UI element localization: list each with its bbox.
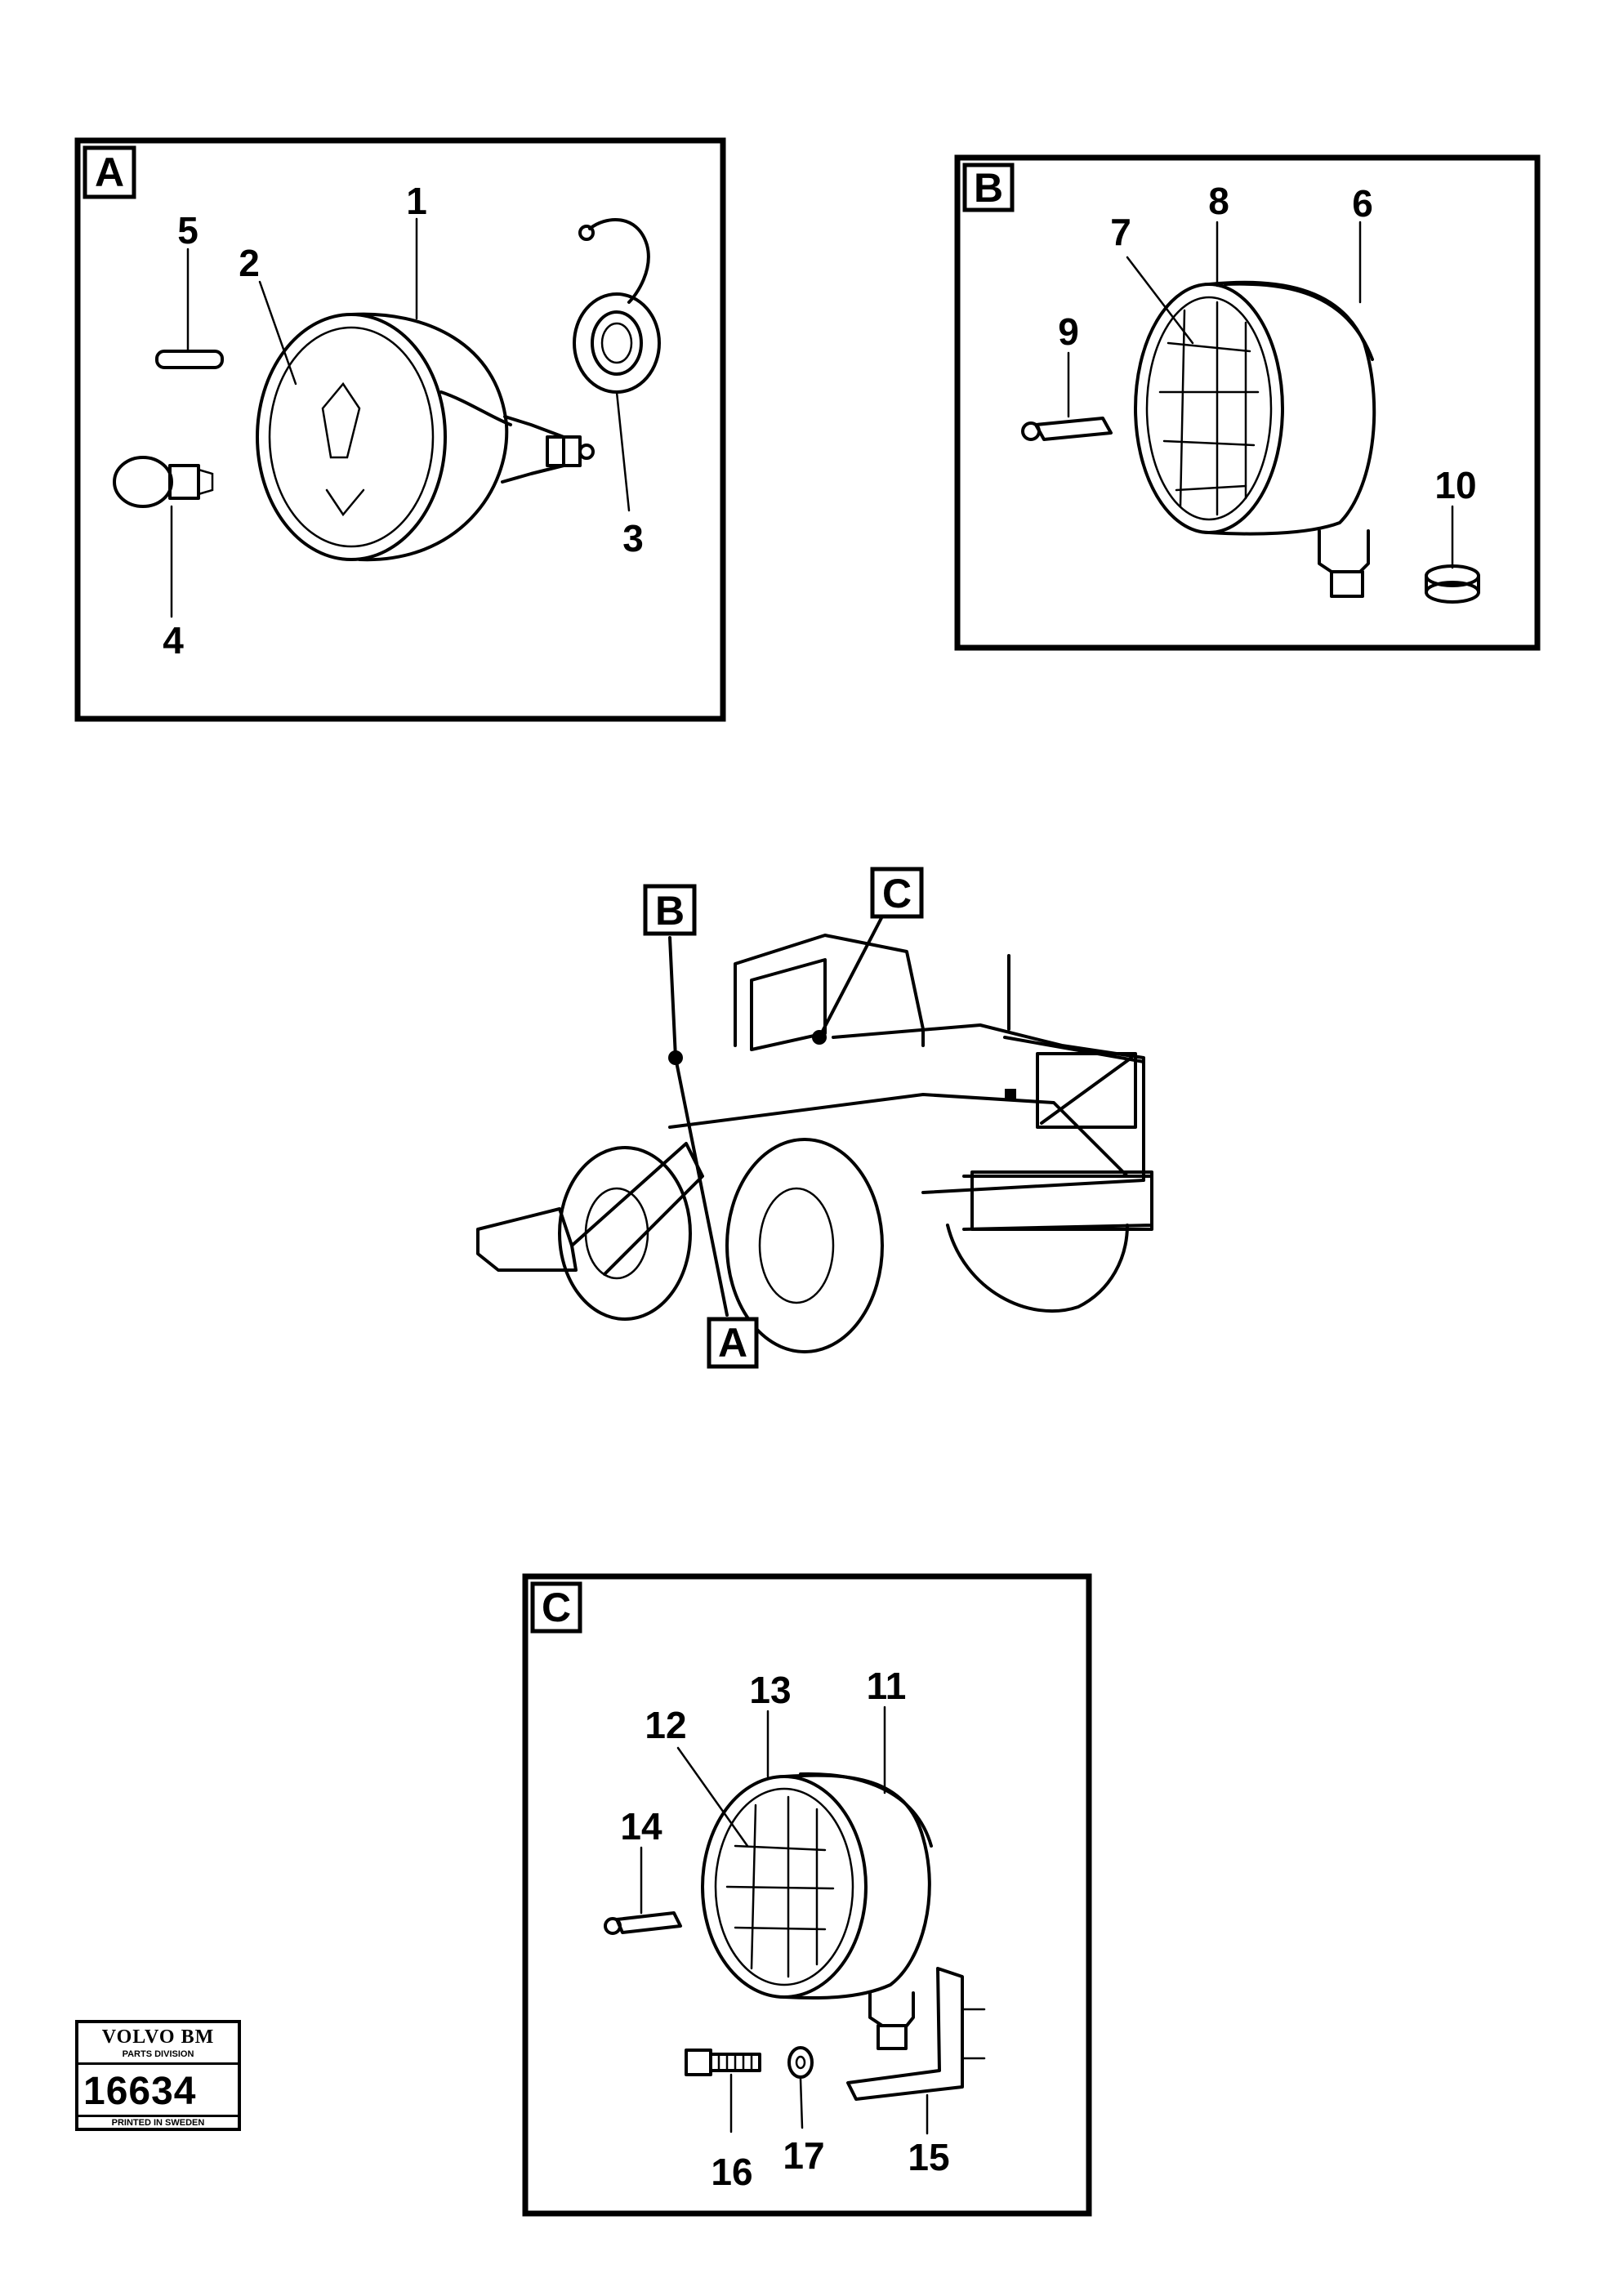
part-number-14: 14 xyxy=(620,1805,662,1848)
part-number-13: 13 xyxy=(749,1669,791,1711)
volvo-bm-badge: VOLVO BM PARTS DIVISION 16634 PRINTED IN… xyxy=(75,2020,241,2131)
part-number-9: 9 xyxy=(1058,310,1079,353)
front-right-wheel xyxy=(725,1138,884,1353)
badge-code: 16634 xyxy=(83,2070,197,2113)
panel-a: A xyxy=(74,137,726,722)
loader-callout-c-box xyxy=(870,867,924,919)
bulb-14 xyxy=(604,1911,682,1935)
loader-callout-b-box xyxy=(643,884,697,936)
bulb-5 xyxy=(155,350,224,369)
bulb-4 xyxy=(113,456,214,508)
part-number-1: 1 xyxy=(406,180,427,222)
part-number-3: 3 xyxy=(622,517,644,560)
part-number-17: 17 xyxy=(783,2134,824,2177)
panel-c: C xyxy=(522,1573,1092,2217)
panel-c-label: C xyxy=(542,1585,571,1630)
badge-divider-bottom xyxy=(78,2115,238,2117)
panel-b-label: B xyxy=(974,165,1003,211)
part-number-11: 11 xyxy=(867,1665,907,1707)
part-number-6: 6 xyxy=(1352,182,1373,225)
bracket-15 xyxy=(846,1967,986,2101)
headlamp-unit xyxy=(256,312,595,562)
badge-division: PARTS DIVISION xyxy=(122,2049,194,2059)
loader-callout-a: A xyxy=(718,1320,747,1366)
part-number-10: 10 xyxy=(1434,464,1476,506)
badge-printed: PRINTED IN SWEDEN xyxy=(111,2118,205,2128)
lamp-socket-3 xyxy=(573,218,661,394)
part-number-4: 4 xyxy=(163,619,184,662)
wheel-loader xyxy=(476,915,1153,1353)
part-number-15: 15 xyxy=(908,2136,949,2178)
panel-c-frame xyxy=(522,1573,1092,2217)
badge-brand: VOLVO BM xyxy=(101,2026,215,2048)
loader-callout-a-box xyxy=(707,1317,759,1369)
panel-b-label-box xyxy=(962,163,1015,212)
panel-b-frame xyxy=(954,154,1541,651)
part-number-8: 8 xyxy=(1208,180,1229,222)
part-number-12: 12 xyxy=(645,1704,686,1746)
part-number-2: 2 xyxy=(239,242,260,284)
panel-a-label: A xyxy=(95,149,124,195)
panel-a-frame xyxy=(74,137,726,722)
bulb-9 xyxy=(1021,417,1113,441)
panel-c-label-box xyxy=(530,1581,582,1634)
part-number-5: 5 xyxy=(177,209,199,252)
grommet-10 xyxy=(1425,564,1480,604)
panel-a-label-box xyxy=(83,145,136,199)
loader-callout-b: B xyxy=(655,888,685,934)
washer-17 xyxy=(787,2046,814,2079)
work-lamp-b xyxy=(1134,280,1376,598)
front-left-wheel xyxy=(558,1146,692,1321)
loader-callout-c: C xyxy=(882,871,912,916)
part-number-7: 7 xyxy=(1110,211,1131,253)
panel-b: B 6 7 8 9 10 xyxy=(954,154,1541,651)
work-lamp-c xyxy=(701,1772,933,2050)
badge-divider-top xyxy=(78,2062,238,2065)
part-number-16: 16 xyxy=(711,2151,752,2193)
bolt-16 xyxy=(685,2049,761,2076)
